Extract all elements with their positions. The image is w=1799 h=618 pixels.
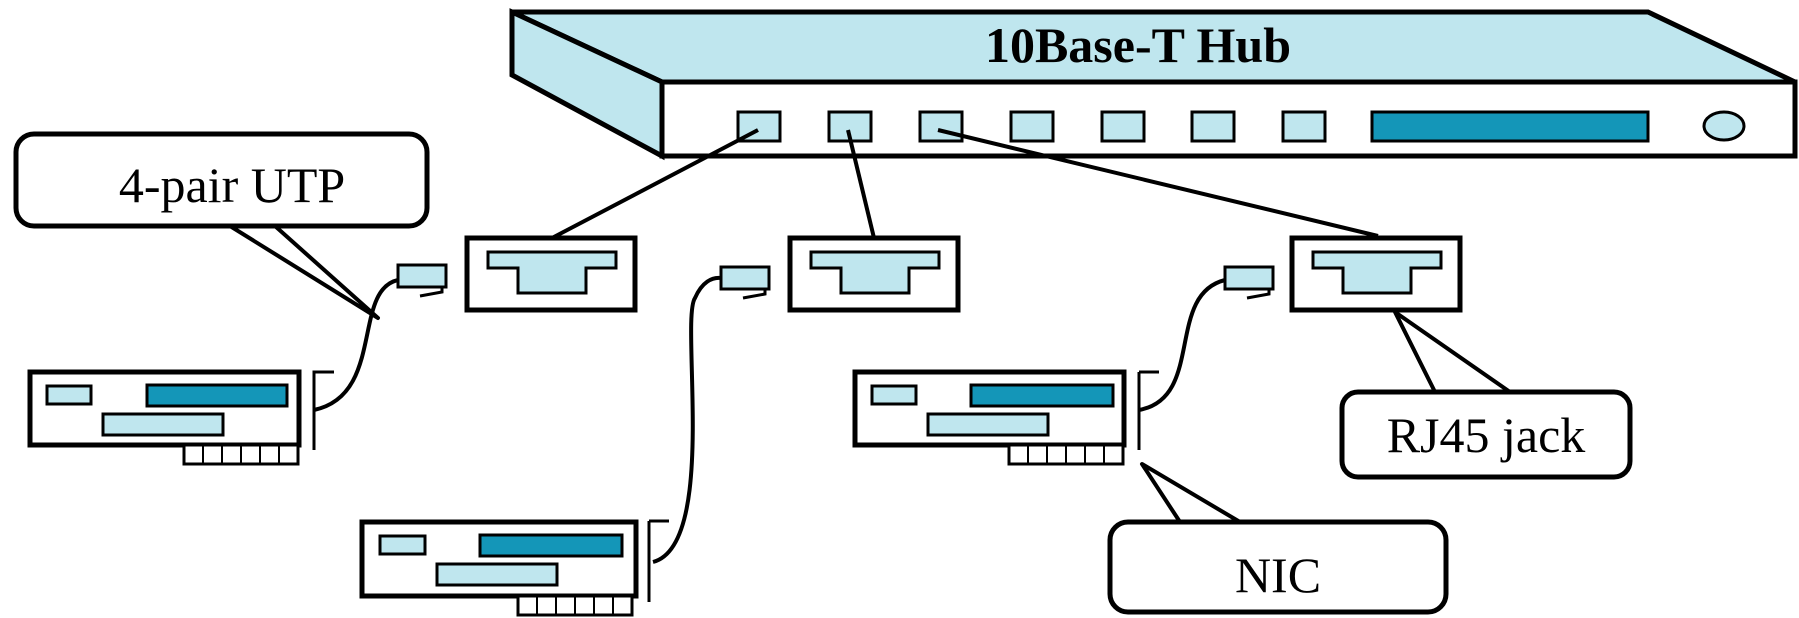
wall-jack xyxy=(1289,235,1463,313)
hub-status-bar xyxy=(1370,110,1650,143)
callout-rj45: RJ45 jack xyxy=(1339,310,1633,480)
callout-rj45-label: RJ45 jack xyxy=(1387,407,1586,463)
hub-port xyxy=(1190,110,1236,143)
callout-utp-label: 4-pair UTP xyxy=(119,157,345,213)
callout-utp-pointer xyxy=(228,224,380,320)
hub-port xyxy=(918,110,964,143)
rj45-plug xyxy=(1223,265,1275,300)
wall-jack xyxy=(464,235,638,313)
patch-cable-1 xyxy=(313,278,399,412)
callout-rj45-pointer xyxy=(1393,310,1512,394)
callout-nic-label: NIC xyxy=(1235,547,1321,603)
nic-card xyxy=(852,369,1159,466)
hub-cable-1 xyxy=(551,128,759,240)
callout-nic: NIC xyxy=(1107,462,1449,615)
hub-power-light xyxy=(1702,110,1746,142)
wall-jack xyxy=(787,235,961,313)
rj45-plug xyxy=(719,265,771,300)
callout-rj45-box xyxy=(1339,389,1633,480)
hub: 10Base-T Hub xyxy=(509,8,1798,161)
patch-cable-3 xyxy=(1138,278,1226,412)
hub-port xyxy=(1009,110,1055,143)
callout-nic-box xyxy=(1107,519,1449,615)
hub-port xyxy=(1281,110,1327,143)
callout-nic-pointer xyxy=(1140,462,1242,524)
hub-cable-3 xyxy=(937,128,1379,238)
hub-cable-2 xyxy=(846,129,876,239)
patch-cable-2 xyxy=(652,275,722,564)
hub-port xyxy=(1100,110,1146,143)
hub-title: 10Base-T Hub xyxy=(985,17,1291,73)
callout-utp-box xyxy=(13,131,430,229)
rj45-plug xyxy=(396,263,448,298)
nic-card xyxy=(27,369,334,466)
callout-utp: 4-pair UTP xyxy=(13,131,430,320)
nic-card xyxy=(359,519,669,617)
